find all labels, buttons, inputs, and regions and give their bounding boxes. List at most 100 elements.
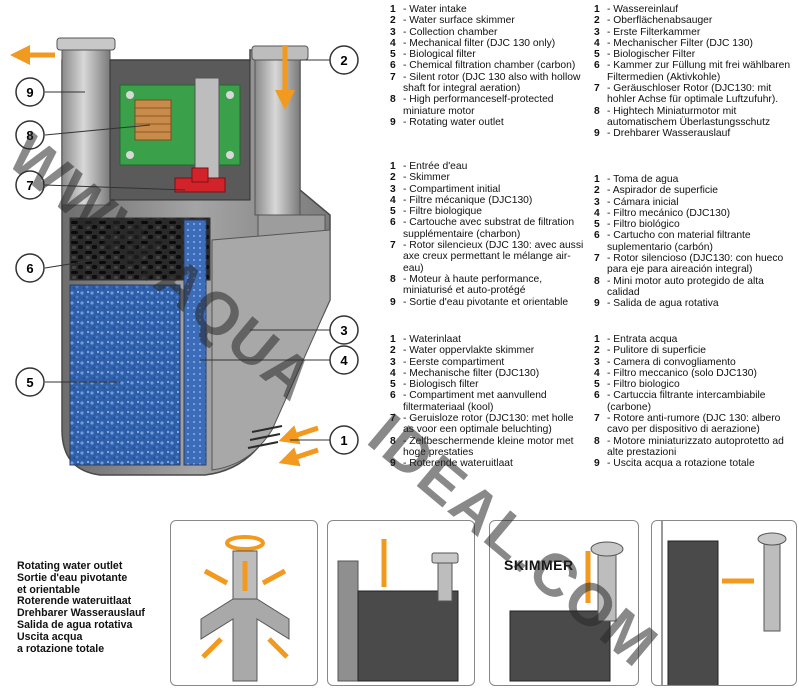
legend-item: 8- Hightech Miniaturmotor mit automatisc…: [594, 106, 794, 129]
legend-text: - Cartuccia filtrante intercambiabile (c…: [607, 390, 766, 413]
callout-9: 9: [15, 77, 45, 107]
caption-line: Salida de agua rotativa: [17, 618, 133, 631]
legend-number: 1: [390, 4, 396, 15]
legend-text: - Roterende wateruitlaat: [403, 458, 513, 470]
callout-5: 5: [15, 367, 45, 397]
legend-text: - Compartiment initial: [403, 183, 501, 195]
legend-item: 4- Mechanischer Filter (DJC 130): [594, 38, 794, 49]
legend-text: - Mini motor auto protegido de alta cali…: [607, 275, 764, 298]
legend-number: 8: [594, 275, 600, 287]
legend-text: - Filtro biológico: [607, 219, 680, 231]
legend-text: - Erste Filterkammer: [607, 26, 701, 38]
svg-text:5: 5: [26, 375, 33, 390]
legend-item: 2 - Pulitore di superficie: [594, 345, 794, 356]
caption-line: Rotating water outlet: [17, 560, 123, 572]
legend-item: 5- Biologisch filter: [390, 379, 585, 390]
legend-item: 9- Uscita acqua a rotazione totale: [594, 458, 794, 469]
legend-number: 9: [594, 298, 600, 310]
legend-number: 5: [594, 379, 600, 391]
legend-text: - Waterinlaat: [403, 334, 461, 345]
legend-number: 5: [594, 49, 600, 61]
callout-2: 2: [329, 45, 359, 75]
legend-item: 3- Cámara inicial: [594, 197, 794, 208]
legend-item: 7 - Rotor silencieux (DJC 130: avec aussi…: [390, 240, 585, 274]
legend-item: 8- Moteur à haute performance, miniaturi…: [390, 274, 585, 297]
legend-text: - Biological filter: [403, 49, 476, 61]
svg-text:3: 3: [340, 323, 347, 338]
legend-text: - Filtro biologico: [607, 379, 680, 391]
legend-number: 8: [390, 435, 396, 447]
legend-text: - Mechanische filter (DJC130): [403, 367, 540, 379]
legend-item: 1 - Waterinlaat: [390, 334, 585, 345]
svg-text:8: 8: [26, 128, 33, 143]
legend-item: 2- Oberflächenabsauger: [594, 15, 794, 26]
caption-line: et orientable: [17, 583, 80, 596]
rotating-outlet: [56, 37, 116, 206]
legend-item: 8- Motore miniaturizzato autoprotetto ad…: [594, 436, 794, 459]
legend-item: 1- Water intake: [390, 4, 585, 15]
legend-text: - Oberflächenabsauger: [607, 15, 713, 27]
legend-item: 5- Filtre biologique: [390, 206, 585, 217]
legend-item: 7- Geräuschloser Rotor (DJC130: mit hohl…: [594, 83, 794, 106]
legend-item: 6- Kammer zur Füllung mit frei wählbaren…: [594, 60, 794, 83]
legend-item: 1- Entrée d'eau: [390, 161, 585, 172]
legend-number: 3: [594, 356, 600, 368]
legend-number: 7: [390, 240, 396, 252]
legend-number: 9: [390, 458, 396, 470]
legend-number: 4: [390, 37, 396, 49]
legend-text: - Aspirador de superficie: [607, 185, 719, 197]
legend-text: - Collection chamber: [403, 26, 498, 38]
legend-text: - Zelfbeschermende kleine motor met hoge…: [403, 435, 574, 458]
callout-1: 1: [329, 425, 359, 455]
panel-wall-mount: [651, 520, 797, 686]
legend-number: 7: [594, 253, 600, 265]
svg-text:7: 7: [26, 178, 33, 193]
legend-number: 3: [594, 26, 600, 38]
caption-line: Roterende wateruitlaat: [17, 595, 132, 608]
legend-item: 4 - Mechanical filter (DJC 130 only): [390, 38, 585, 49]
legend-text: - Filtro mecánico (DJC130): [607, 207, 731, 219]
legend-number: 4: [594, 367, 600, 379]
legend-text: - Chemical filtration chamber (carbon): [403, 60, 576, 72]
legend-number: 7: [594, 413, 600, 425]
legend-text: - Filtro meccanico (solo DJC130): [607, 367, 757, 379]
legend-item: 9- Drehbarer Wasserauslauf: [594, 128, 794, 139]
legend-text: - Mechanical filter (DJC 130 only): [403, 37, 556, 49]
legend-number: 1: [390, 334, 396, 345]
outlet-caption: Rotating water outlet Sortie d'eau pivot…: [17, 560, 145, 655]
legend-number: 4: [390, 367, 396, 379]
legend-text: - Motore miniaturizzato autoprotetto ad …: [607, 435, 784, 458]
legend-number: 9: [390, 296, 396, 308]
legend-text: - Biologisch filter: [403, 379, 479, 391]
legend-item: 5 - Biological filter: [390, 49, 585, 60]
legend-item: 4- Filtro mecánico (DJC130): [594, 208, 794, 219]
caption-line: a rotazione totale: [17, 642, 105, 655]
legend-number: 2: [594, 345, 600, 357]
legend-number: 8: [390, 94, 396, 106]
legend-text: - Geräuschloser Rotor (DJC130: mit hohle…: [607, 83, 779, 106]
legend-text: - High performanceself-protected miniatu…: [403, 94, 554, 117]
legend-text: - Mechanischer Filter (DJC 130): [607, 37, 753, 49]
legend-number: 6: [390, 217, 396, 229]
svg-text:2: 2: [340, 53, 347, 68]
legend-item: 3- Camera di convogliamento: [594, 357, 794, 368]
legend-number: 8: [594, 105, 600, 117]
legend-item: 9- Salida de agua rotativa: [594, 298, 794, 309]
legend-item: 3- Compartiment initial: [390, 184, 585, 195]
legend-text: - Pulitore di superficie: [607, 345, 707, 357]
legend-item: 3 - Erste Filterkammer: [594, 27, 794, 38]
legend-item: 4 - Filtro meccanico (solo DJC130): [594, 368, 794, 379]
legend-text: - Rotor silencieux (DJC 130: avec aussi …: [403, 240, 584, 274]
legend-text: - Biologischer Filter: [607, 49, 696, 61]
legend-text: - Silent rotor (DJC 130 also with hollow…: [403, 71, 581, 95]
legend-item: 2- Water oppervlakte skimmer: [390, 345, 585, 356]
skimmer-label: SKIMMER: [504, 557, 574, 573]
legend-number: 1: [594, 334, 600, 345]
legend-number: 4: [390, 194, 396, 206]
legend-number: 6: [594, 60, 600, 72]
legend-number: 2: [390, 15, 396, 27]
legend-number: 5: [390, 49, 396, 61]
